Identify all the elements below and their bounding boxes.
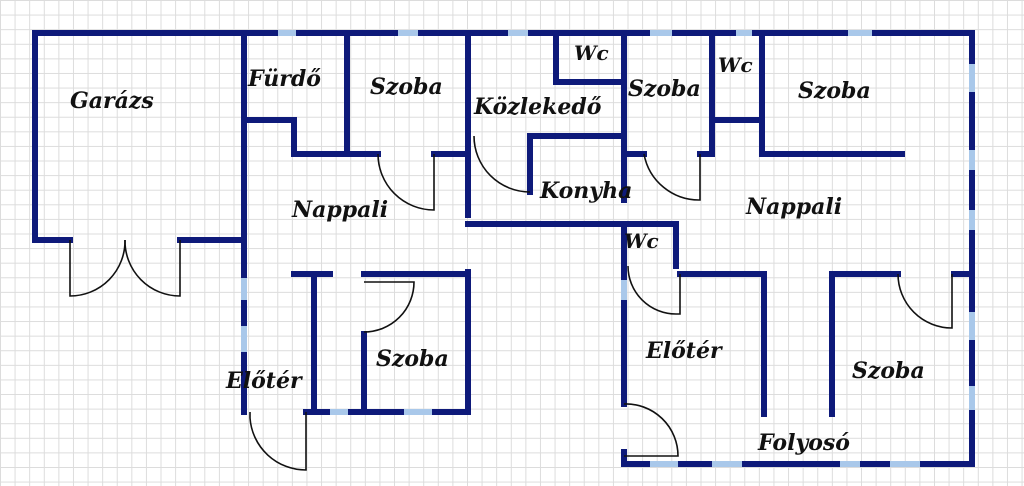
door-kozlekedo [473, 135, 531, 193]
door-szoba-top-left [377, 153, 435, 211]
label-szoba-top-right: Szoba [798, 78, 871, 104]
door-eloter-right [623, 403, 679, 457]
label-garazs: Garázs [70, 88, 154, 114]
label-konyha: Konyha [539, 178, 632, 204]
label-kozlekedo: Közlekedő [473, 94, 602, 120]
label-szoba-mid-left: Szoba [376, 346, 449, 372]
windows [241, 30, 975, 467]
label-wc-mid: Wc [624, 229, 659, 253]
label-eloter-right: Előtér [645, 338, 723, 364]
door-szoba-low [363, 281, 415, 333]
label-wc-top-right: Wc [718, 53, 753, 77]
doors [69, 135, 953, 471]
label-nappali-left: Nappali [291, 197, 388, 223]
room-labels: Garázs Fürdő Szoba Közlekedő Wc Szoba Wc… [70, 41, 925, 456]
label-eloter-left: Előtér [225, 368, 303, 394]
label-szoba-top-mid: Szoba [628, 76, 701, 102]
label-folyoso: Folyosó [757, 430, 850, 456]
door-szoba-bottom-right [897, 273, 953, 329]
door-eloter-left [249, 412, 307, 471]
label-szoba-bottom-right: Szoba [852, 358, 925, 384]
label-furdo: Fürdő [247, 66, 321, 92]
door-szoba-top-mid [643, 153, 701, 201]
door-garage-left [69, 239, 126, 297]
label-szoba-top-left: Szoba [370, 74, 443, 100]
door-wc-mid [627, 265, 681, 315]
label-wc-top: Wc [574, 41, 609, 65]
label-nappali-right: Nappali [745, 194, 842, 220]
door-garage-right [124, 239, 181, 297]
